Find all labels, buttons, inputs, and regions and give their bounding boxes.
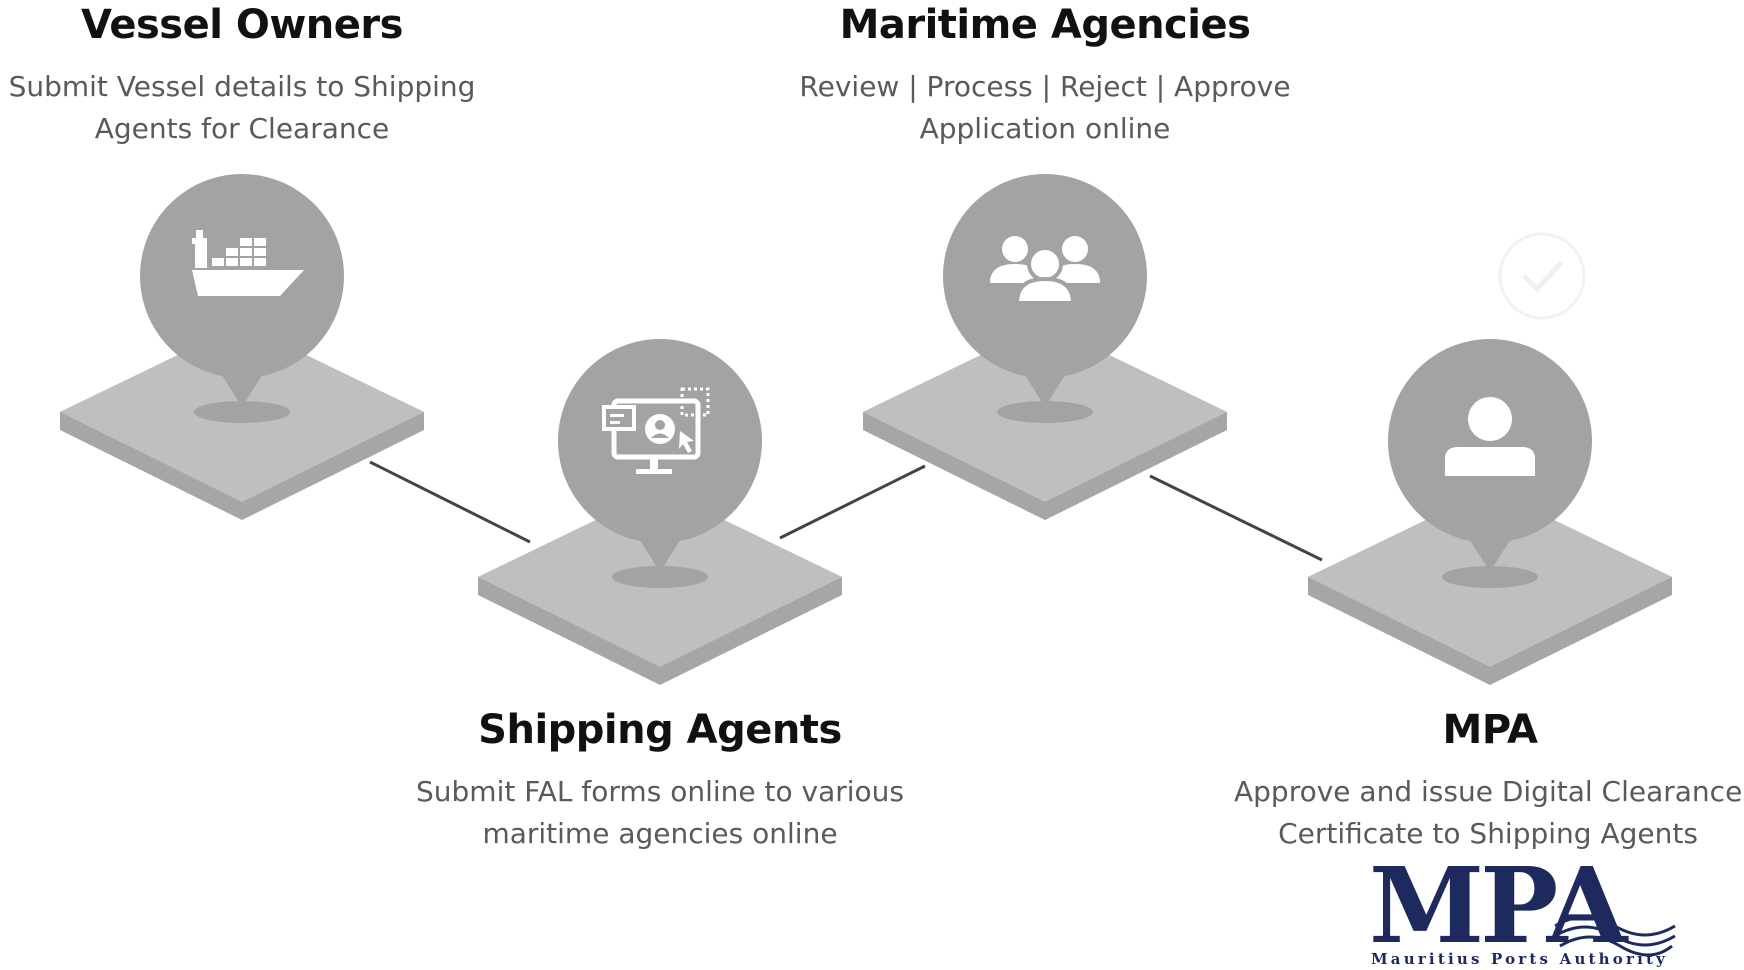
step-mpa — [1308, 339, 1672, 685]
step-desc-maritime-agencies: Review | Process | Reject | Approve Appl… — [785, 66, 1305, 150]
desc-line: maritime agencies online — [482, 817, 838, 850]
logo-subtitle: Mauritius Ports Authority — [1371, 950, 1669, 968]
platform — [863, 324, 1227, 520]
step-title-maritime-agencies: Maritime Agencies — [839, 2, 1251, 48]
platform — [60, 324, 424, 520]
desc-line: Application online — [919, 112, 1171, 145]
platform — [1308, 489, 1672, 685]
cargo-ship-icon — [192, 230, 304, 296]
step-title-shipping-agents: Shipping Agents — [478, 707, 842, 753]
connector-2-3 — [779, 464, 926, 540]
step-vessel-owners — [60, 174, 424, 520]
faint-checkmark-icon — [1498, 232, 1586, 320]
platform — [478, 489, 842, 685]
desc-line: Certificate to Shipping Agents — [1278, 817, 1698, 850]
step-shipping-agents — [478, 339, 842, 685]
connector-1-2 — [369, 460, 531, 544]
step-title-mpa: MPA — [1442, 707, 1538, 753]
step-desc-vessel-owners: Submit Vessel details to Shipping Agents… — [2, 66, 482, 150]
connector-3-4 — [1149, 474, 1323, 562]
group-of-people-icon — [990, 236, 1100, 305]
connectors — [369, 460, 1323, 562]
person-icon — [1445, 397, 1535, 476]
desc-line: Submit FAL forms online to various — [416, 775, 904, 808]
step-maritime-agencies — [863, 174, 1227, 520]
step-desc-mpa: Approve and issue Digital Clearance Cert… — [1234, 771, 1742, 855]
step-desc-shipping-agents: Submit FAL forms online to various marit… — [400, 771, 920, 855]
mpa-logo-waves — [1554, 915, 1676, 957]
logo-letters: MPA — [1369, 844, 1627, 967]
desc-line: Agents for Clearance — [94, 112, 390, 145]
desc-line: Approve and issue Digital Clearance — [1234, 775, 1743, 808]
step-title-vessel-owners: Vessel Owners — [81, 2, 403, 48]
desc-line: Review | Process | Reject | Approve — [799, 70, 1291, 103]
desc-line: Submit Vessel details to Shipping — [8, 70, 476, 103]
mpa-logo: MPA Mauritius Ports Authority — [1365, 854, 1705, 969]
online-form-monitor-icon — [602, 387, 710, 474]
